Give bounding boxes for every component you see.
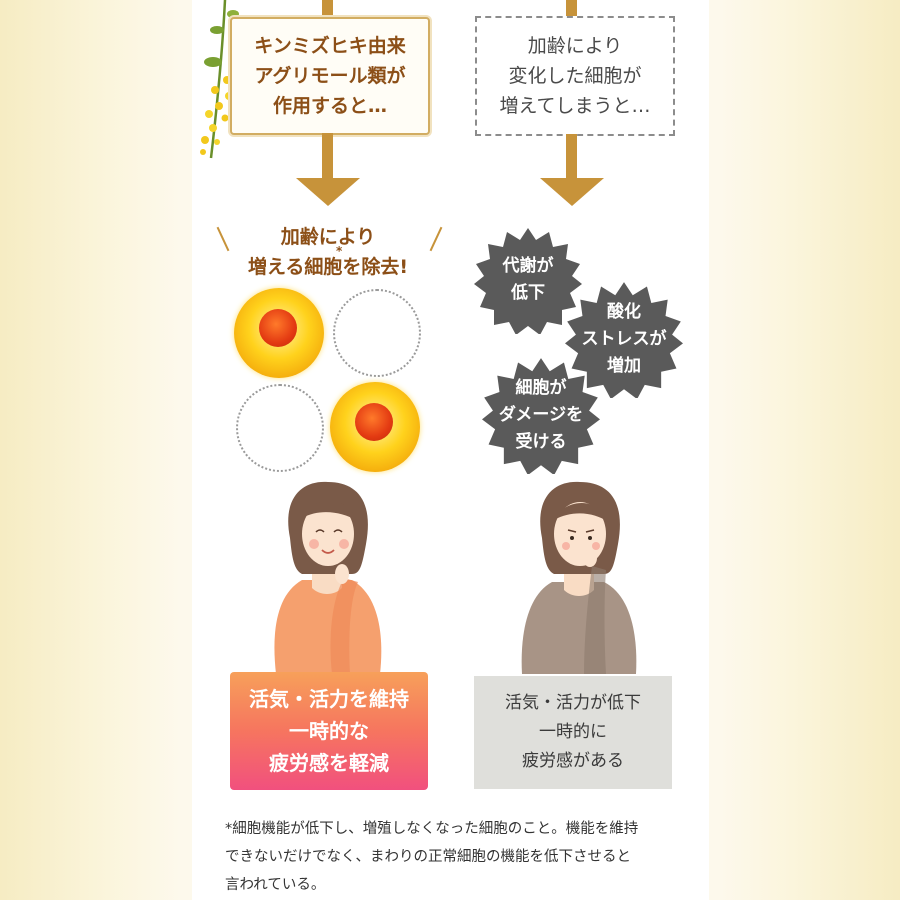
starburst-badge-icon (482, 358, 600, 474)
cell-nucleus (259, 309, 297, 347)
result-line: 活気・活力を維持 (249, 687, 409, 711)
badge-oxidative-stress: 酸化 ストレスが 増加 (565, 280, 683, 398)
arrow-stem-left (322, 133, 333, 178)
cell-removal-heading: 加齢により 増える細胞を除去! * (228, 222, 428, 282)
badge-line: 受ける (515, 431, 567, 452)
result-box-negative: 活気・活力が低下 一時的に 疲労感がある (474, 676, 672, 789)
cell-icon (330, 382, 420, 472)
footnote-line: できないだけでなく、まわりの正常細胞の機能を低下させると (225, 849, 631, 865)
result-line: 一時的に (539, 722, 607, 742)
badge-line: 低下 (511, 283, 545, 303)
removal-line-2: 増える細胞を除去! (247, 256, 409, 278)
result-line: 一時的な (289, 719, 369, 743)
badge-line: ストレスが (581, 328, 667, 349)
result-line: 活気・活力が低下 (505, 693, 641, 713)
badge-cell-damage: 細胞が ダメージを 受ける (482, 356, 600, 474)
badge-line: 細胞が (515, 377, 567, 398)
top-stem-right (566, 0, 577, 16)
empty-cell-icon (333, 289, 421, 377)
aging-cells-box: 加齢により 変化した細胞が 増えてしまうと… (475, 16, 675, 136)
right-box-line: 変化した細胞が (508, 65, 642, 87)
left-box-line: 作用すると… (272, 95, 387, 117)
badge-line: ダメージを (498, 404, 584, 425)
top-stem-left (322, 0, 333, 17)
arrow-stem-right (566, 134, 577, 178)
down-arrow-icon (296, 178, 360, 206)
result-line: 疲労感がある (522, 751, 624, 771)
footnote-line: 言われている。 (225, 877, 326, 893)
removal-line-1: 加齢により (280, 226, 376, 248)
right-box-line: 加齢により (527, 35, 623, 57)
cell-nucleus (355, 403, 393, 441)
result-line: 疲労感を軽減 (269, 751, 389, 775)
badge-line: 酸化 (607, 301, 641, 322)
footnote-line: *細胞機能が低下し、増殖しなくなった細胞のこと。機能を維持 (225, 821, 639, 837)
agrimony-effect-box: キンミズヒキ由来 アグリモール類が 作用すると… (230, 17, 430, 135)
right-box-line: 増えてしまうと… (499, 95, 651, 117)
left-box-line: キンミズヒキ由来 (254, 35, 406, 57)
tired-woman-illustration (521, 481, 637, 674)
footnote: *細胞機能が低下し、増殖しなくなった細胞のこと。機能を維持 できないだけでなく、… (225, 815, 695, 899)
result-box-positive: 活気・活力を維持 一時的な 疲労感を軽減 (230, 672, 428, 790)
badge-metabolism: 代謝が 低下 (474, 226, 582, 334)
removal-asterisk: * (336, 244, 343, 258)
badge-line: 代謝が (502, 256, 554, 276)
badge-line: 増加 (607, 355, 641, 376)
smiling-woman-illustration (274, 481, 382, 674)
left-box-line: アグリモール類が (254, 65, 406, 87)
down-arrow-icon (540, 178, 604, 206)
cell-icon (234, 288, 324, 378)
starburst-badge-icon (565, 282, 683, 398)
starburst-badge-icon (474, 228, 582, 334)
empty-cell-icon (236, 384, 324, 472)
